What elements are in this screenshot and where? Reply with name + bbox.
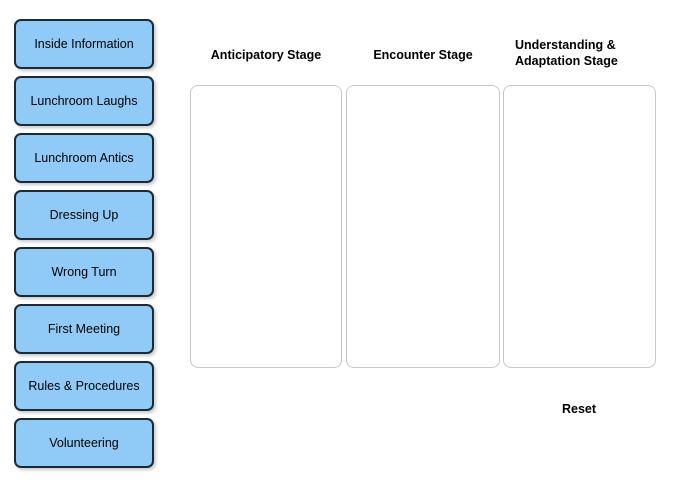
draggable-item-card[interactable]: Dressing Up <box>14 190 154 240</box>
draggable-item-card[interactable]: Wrong Turn <box>14 247 154 297</box>
draggable-item-card[interactable]: Lunchroom Antics <box>14 133 154 183</box>
draggable-item-card[interactable]: Lunchroom Laughs <box>14 76 154 126</box>
stage-column-understanding-adaptation: Understanding & Adaptation Stage <box>503 0 656 494</box>
draggable-item-card[interactable]: Rules & Procedures <box>14 361 154 411</box>
stage-column-anticipatory: Anticipatory Stage <box>190 0 342 494</box>
stage-heading: Understanding & Adaptation Stage <box>515 38 618 68</box>
drop-zone-encounter[interactable] <box>346 85 500 368</box>
reset-button[interactable]: Reset <box>561 402 597 416</box>
draggable-item-card[interactable]: First Meeting <box>14 304 154 354</box>
stage-heading: Anticipatory Stage <box>210 48 322 62</box>
drop-zone-understanding-adaptation[interactable] <box>503 85 656 368</box>
draggable-item-label: First Meeting <box>47 321 121 336</box>
draggable-item-label: Lunchroom Antics <box>34 150 134 165</box>
draggable-item-card[interactable]: Volunteering <box>14 418 154 468</box>
draggable-item-label: Dressing Up <box>49 207 119 222</box>
draggable-item-card[interactable]: Inside Information <box>14 19 154 69</box>
drop-zone-anticipatory[interactable] <box>190 85 342 368</box>
draggable-item-label: Rules & Procedures <box>28 378 140 393</box>
stage-column-encounter: Encounter Stage <box>346 0 500 494</box>
draggable-item-label: Lunchroom Laughs <box>30 93 138 108</box>
draggable-item-label: Volunteering <box>49 435 119 450</box>
stage-heading: Encounter Stage <box>373 48 473 62</box>
stages-area: Anticipatory Stage Encounter Stage Under… <box>190 0 660 494</box>
draggable-item-label: Inside Information <box>34 36 134 51</box>
draggable-items-panel: Inside Information Lunchroom Laughs Lunc… <box>14 19 154 475</box>
draggable-item-label: Wrong Turn <box>51 264 117 279</box>
